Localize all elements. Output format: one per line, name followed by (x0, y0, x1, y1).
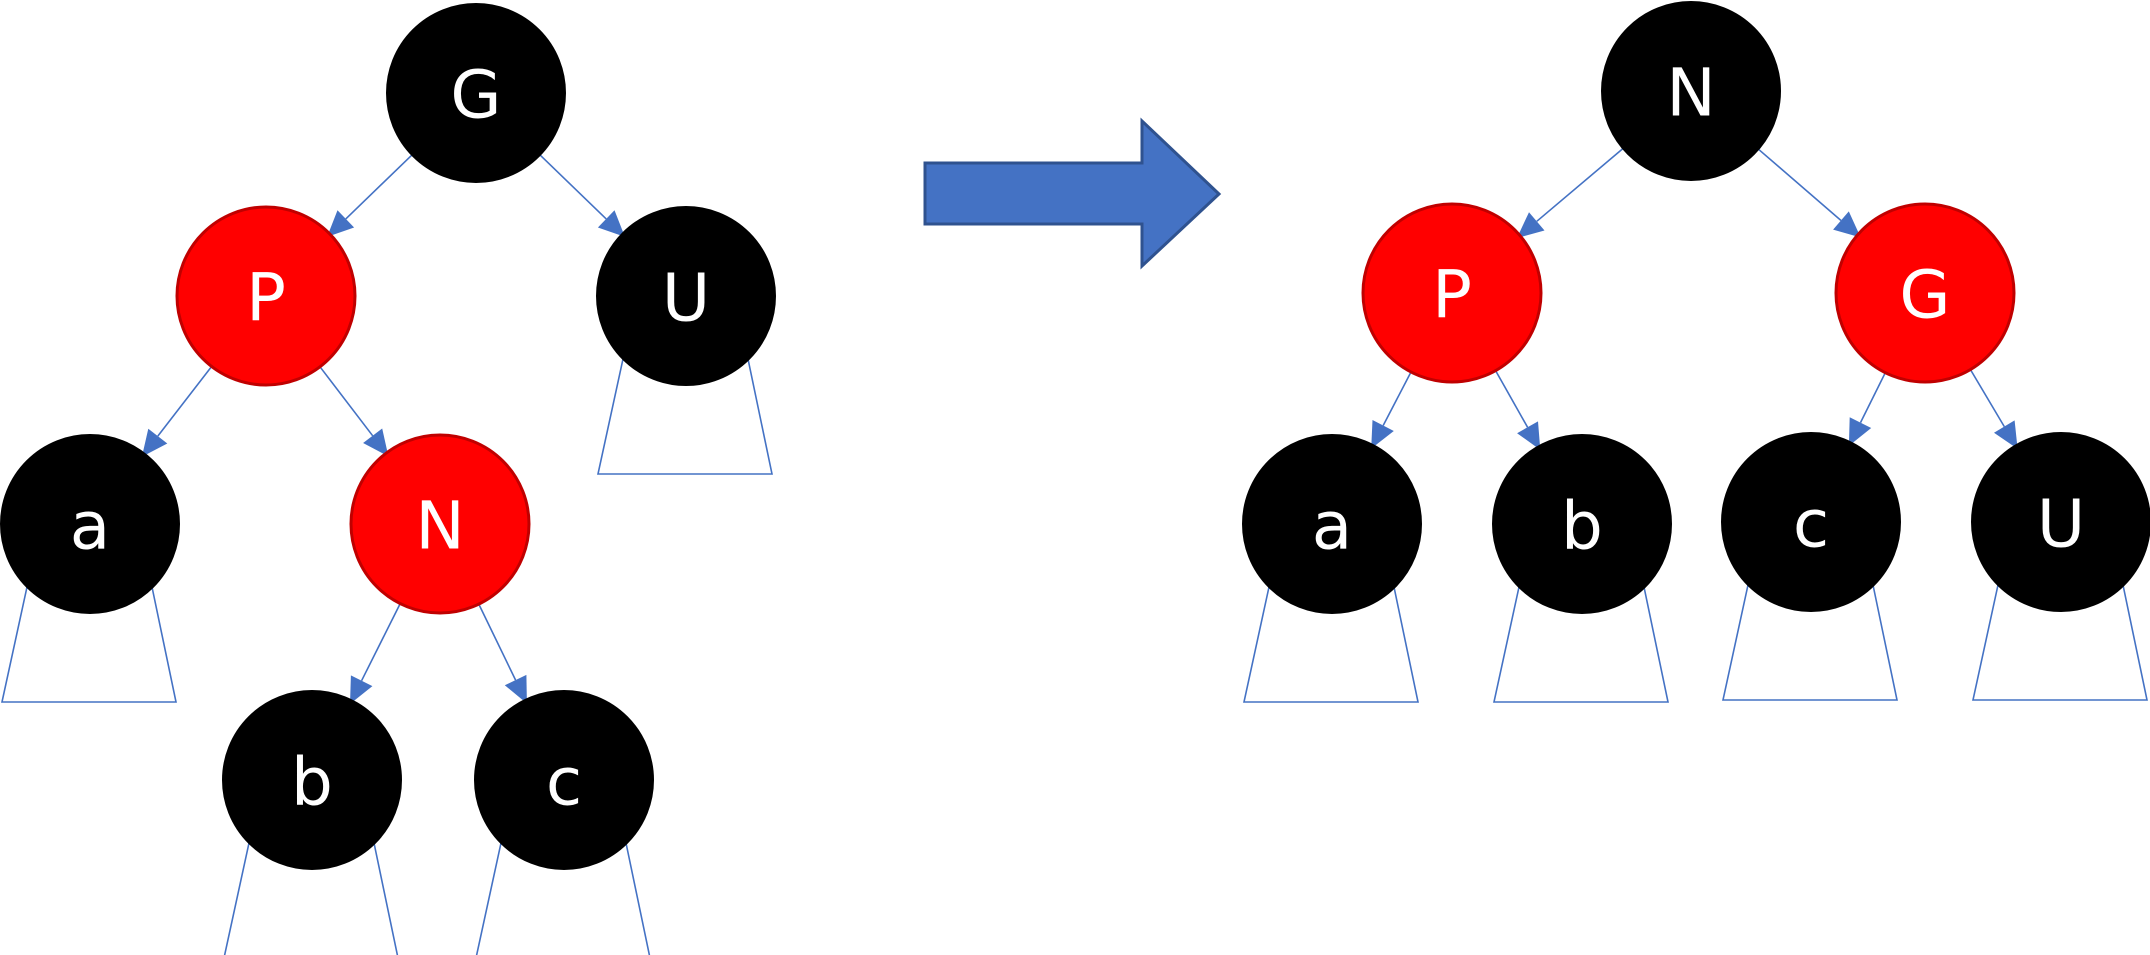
arrowhead-icon (1994, 420, 2018, 449)
node-label: P (1432, 257, 1472, 334)
before-subtree-U (597, 358, 773, 475)
after-edge-G-U (1969, 369, 2018, 449)
after-edge-G-c (1848, 372, 1887, 446)
edge-line (345, 154, 413, 220)
edge-line (478, 603, 517, 681)
after-node-a: a (1242, 434, 1422, 614)
node-label: P (246, 260, 286, 337)
before-node-c: c (474, 690, 654, 870)
before-node-a: a (0, 434, 180, 614)
after-subtree-b (1493, 586, 1669, 703)
node-label: U (2037, 486, 2085, 563)
arrowhead-icon (1516, 212, 1545, 239)
before-node-N: N (349, 433, 531, 615)
edge-line (539, 154, 607, 220)
before-subtree-b (223, 842, 399, 955)
node-circle (222, 690, 402, 870)
node-circle (1721, 432, 1901, 612)
after-node-N: N (1601, 1, 1781, 181)
after-edge-P-b (1494, 370, 1541, 450)
edge-line (157, 366, 213, 437)
after-edge-N-P (1516, 147, 1624, 239)
after-node-b: b (1492, 434, 1672, 614)
node-label: N (1666, 55, 1715, 132)
arrowhead-icon (363, 428, 389, 457)
node-label: G (450, 57, 501, 134)
node-label: U (662, 260, 710, 337)
arrowhead-icon (1833, 211, 1861, 238)
node-label: G (1899, 257, 1950, 334)
after-node-G: G (1834, 202, 2016, 384)
before-edge-N-c (478, 603, 527, 704)
node-label: c (1793, 486, 1829, 563)
before-node-U: U (596, 206, 776, 386)
before-edge-P-a (141, 366, 213, 457)
node-circle (1834, 202, 2016, 384)
node-circle (175, 205, 357, 387)
edge-line (1536, 147, 1624, 222)
node-circle (1361, 202, 1543, 384)
after-node-U: U (1971, 432, 2150, 612)
node-circle (1601, 1, 1781, 181)
node-label: a (1312, 488, 1352, 565)
edge-line (360, 603, 401, 682)
before-edge-G-P (327, 154, 413, 237)
before-edge-G-U (539, 154, 625, 237)
edge-line (1969, 369, 2005, 428)
before-node-P: P (175, 205, 357, 387)
subtrees-layer (1, 358, 2148, 955)
transform-arrow (923, 117, 1222, 270)
edges-layer (141, 147, 2018, 704)
edge-line (1859, 372, 1887, 423)
node-circle (0, 434, 180, 614)
after-subtree-U (1972, 584, 2148, 701)
nodes-layer: G P Ua Nb c N P Ga b c U (0, 1, 2150, 870)
edge-line (1382, 371, 1412, 426)
arrowhead-icon (327, 210, 355, 237)
arrowhead-icon (1371, 420, 1394, 449)
arrowhead-icon (597, 210, 625, 237)
node-circle (349, 433, 531, 615)
before-subtree-a (1, 586, 177, 703)
after-edge-P-a (1371, 371, 1412, 449)
node-circle (1492, 434, 1672, 614)
node-circle (1971, 432, 2150, 612)
after-subtree-c (1722, 584, 1898, 701)
node-label: c (546, 744, 582, 821)
node-circle (1242, 434, 1422, 614)
node-label: N (415, 488, 464, 565)
before-node-G: G (386, 3, 566, 183)
before-node-b: b (222, 690, 402, 870)
after-subtree-a (1243, 586, 1419, 703)
node-circle (474, 690, 654, 870)
after-node-c: c (1721, 432, 1901, 612)
after-edge-N-G (1757, 148, 1861, 238)
before-subtree-c (475, 842, 651, 955)
edge-line (319, 366, 374, 437)
node-circle (596, 206, 776, 386)
edge-line (1757, 148, 1842, 222)
after-node-P: P (1361, 202, 1543, 384)
arrowhead-icon (504, 674, 527, 704)
arrowhead-icon (1848, 417, 1872, 446)
before-edge-P-N (319, 366, 389, 457)
node-label: a (70, 488, 110, 565)
node-label: b (291, 744, 333, 821)
node-label: b (1561, 488, 1603, 565)
arrowhead-icon (1517, 421, 1541, 450)
before-edge-N-b (350, 603, 401, 704)
arrowhead-icon (350, 675, 373, 704)
node-circle (386, 3, 566, 183)
edge-line (1494, 370, 1529, 428)
arrowhead-icon (141, 428, 168, 457)
right-arrow-icon (923, 117, 1222, 270)
